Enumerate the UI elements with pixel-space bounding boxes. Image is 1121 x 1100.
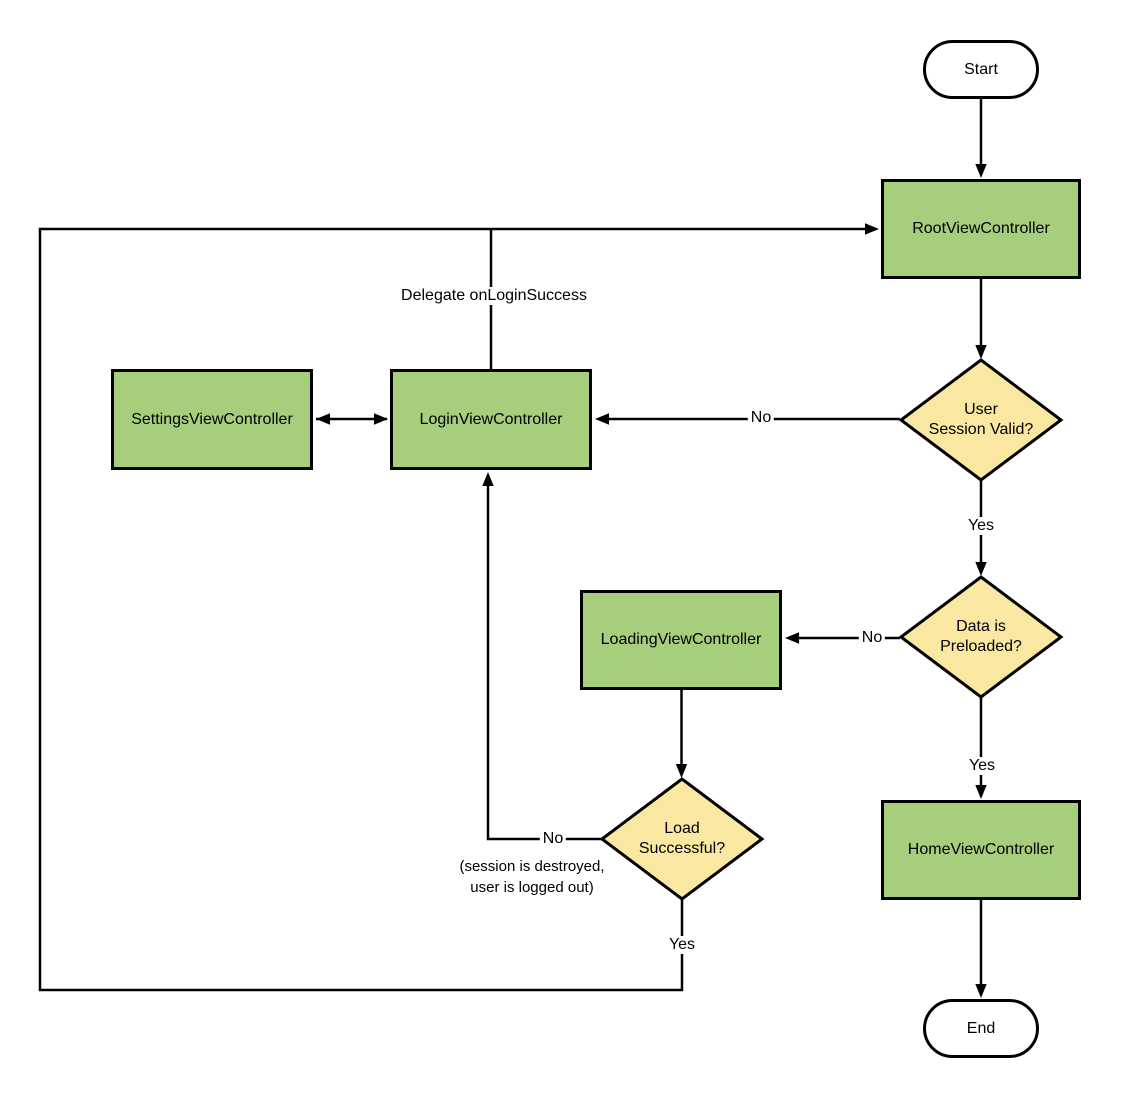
edge-label-delegate-on-login-success: Delegate onLoginSuccess xyxy=(398,287,590,305)
arrowhead-into-login-bottom xyxy=(482,472,494,486)
arrowhead-into-login-left xyxy=(374,413,388,425)
edge-label-load-successful-yes: Yes xyxy=(665,936,699,954)
decision-load-successful-shape xyxy=(599,777,765,901)
edge-label-preloaded-no: No xyxy=(858,629,886,647)
node-login-view-controller: LoginViewController xyxy=(390,369,592,470)
decision-load-successful-label: Load Successful? xyxy=(638,820,726,857)
decision-preloaded-shape xyxy=(898,575,1064,699)
arrowhead-into-end-top xyxy=(975,984,987,998)
node-loading-view-controller: LoadingViewController xyxy=(580,590,782,690)
arrowhead-into-session-valid xyxy=(975,345,987,359)
node-settings-view-controller: SettingsViewController xyxy=(111,369,313,470)
arrowhead-into-preloaded xyxy=(975,562,987,576)
node-settings-label: SettingsViewController xyxy=(131,410,293,428)
arrowhead-into-settings-right xyxy=(316,413,330,425)
edge-label-preloaded-yes: Yes xyxy=(965,757,999,775)
node-start-label: Start xyxy=(964,60,998,78)
arrowhead-into-loading-right xyxy=(785,632,799,644)
arrowhead-into-root-left xyxy=(865,223,879,235)
node-start: Start xyxy=(923,40,1039,99)
node-root-label: RootViewController xyxy=(912,220,1050,237)
decision-session-valid-shape xyxy=(898,358,1064,482)
arrowhead-into-root-top xyxy=(975,164,987,178)
node-login-label: LoginViewController xyxy=(419,410,563,428)
edge-note-logout: (session is destroyed, user is logged ou… xyxy=(459,858,605,896)
arrowhead-into-load-successful xyxy=(675,764,688,778)
node-loading-label: LoadingViewController xyxy=(600,631,762,648)
edge-load-successful-yes-to-root xyxy=(38,227,870,992)
node-home-label: HomeViewController xyxy=(907,841,1055,858)
node-root-view-controller: RootViewController xyxy=(881,179,1081,279)
arrowhead-into-home-top xyxy=(975,785,987,799)
arrowhead-into-login-right xyxy=(595,413,609,425)
edge-label-session-valid-yes: Yes xyxy=(964,517,998,535)
edge-label-session-valid-no: No xyxy=(747,409,775,427)
decision-preloaded-label: Data is Preloaded? xyxy=(940,618,1022,655)
node-end-label: End xyxy=(966,1019,996,1037)
edge-label-load-successful-no: No xyxy=(539,830,567,848)
decision-shapes xyxy=(599,358,1064,901)
node-end: End xyxy=(923,999,1039,1058)
arrowheads xyxy=(316,164,987,998)
node-home-view-controller: HomeViewController xyxy=(881,800,1081,900)
decision-session-valid-label: User Session Valid? xyxy=(928,401,1034,438)
